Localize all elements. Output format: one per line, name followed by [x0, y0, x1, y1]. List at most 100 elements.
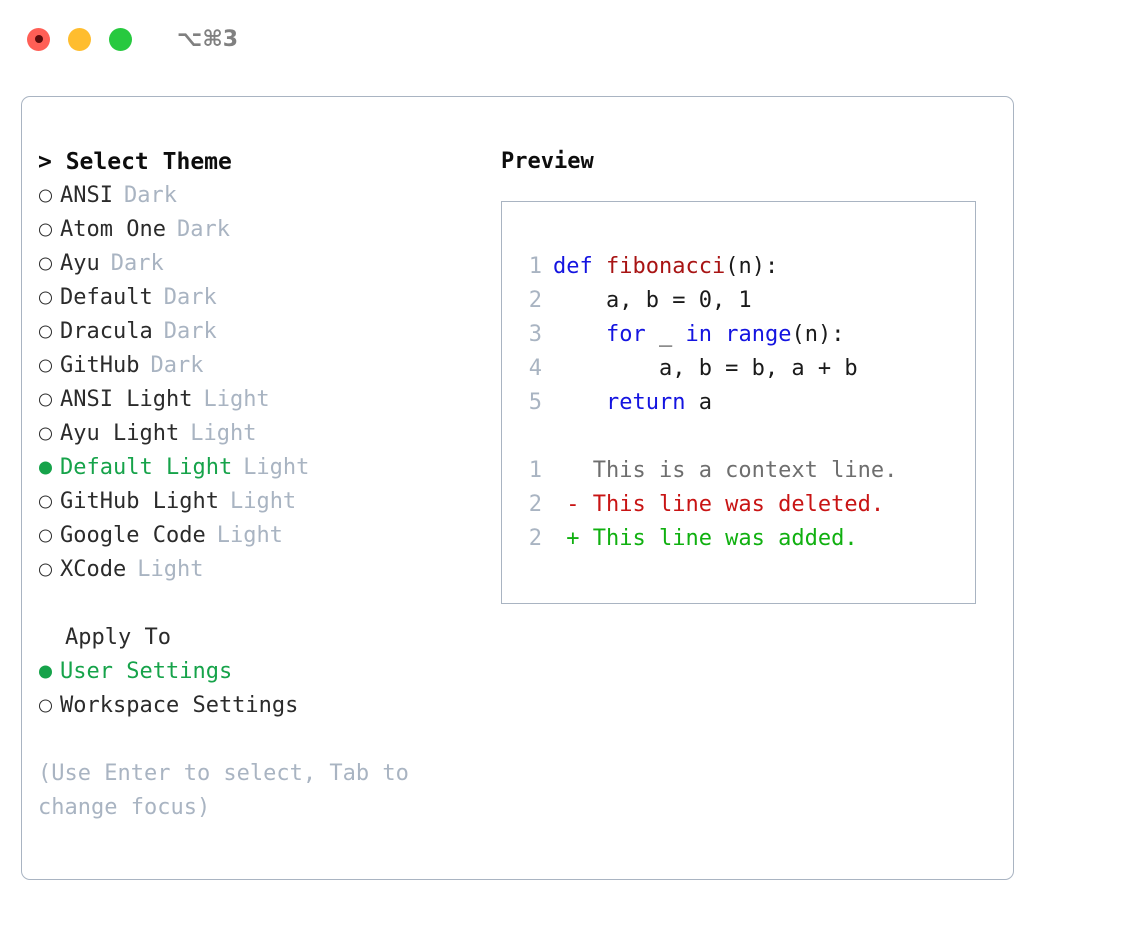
radio-dot — [39, 291, 52, 305]
code-token — [712, 322, 725, 347]
code-token: in — [685, 322, 712, 347]
code-token: def — [553, 254, 606, 279]
code-token: for — [605, 322, 646, 347]
keyboard-hint-text: (Use Enter to select, Tab to change focu… — [38, 761, 423, 820]
code-diff-gap — [516, 420, 975, 454]
close-button[interactable] — [27, 27, 50, 51]
theme-option-ayu-light[interactable]: Ayu Light Light — [38, 417, 478, 451]
radio-dot — [39, 563, 52, 577]
radio-unselected-icon — [38, 315, 60, 349]
radio-dot — [39, 325, 52, 339]
code-line-text: def fibonacci(n): — [553, 250, 778, 284]
diff-line-text: + This line was added. — [553, 526, 858, 551]
apply-to-option-user-settings[interactable]: User Settings — [38, 655, 478, 689]
line-number: 3 — [528, 322, 542, 347]
theme-option-label: GitHub Light — [60, 489, 219, 514]
code-line: 1 def fibonacci(n): — [516, 250, 975, 284]
radio-dot — [39, 189, 52, 203]
radio-unselected-icon — [38, 349, 60, 383]
theme-option-label: ANSI — [60, 183, 113, 208]
theme-variant-label: Dark — [123, 183, 177, 208]
theme-variant-label: Light — [216, 523, 283, 548]
radio-unselected-icon — [38, 383, 60, 417]
maximize-button[interactable] — [109, 27, 132, 51]
theme-option-label: Ayu — [60, 251, 100, 276]
theme-option-label: Ayu Light — [60, 421, 180, 446]
theme-variant-label: Light — [190, 421, 257, 446]
code-line-text: a, b = b, a + b — [553, 352, 858, 386]
radio-unselected-icon — [38, 689, 60, 723]
apply-to-option-label: Workspace Settings — [60, 693, 299, 718]
theme-variant-label: Dark — [163, 285, 217, 310]
theme-option-atom-one[interactable]: Atom One Dark — [38, 213, 478, 247]
code-token: return — [605, 390, 686, 415]
code-line: 5 return a — [516, 386, 975, 420]
line-number: 5 — [528, 390, 542, 415]
code-line-text: return a — [553, 386, 712, 420]
code-token: a, b = 0, 1 — [553, 288, 752, 313]
radio-unselected-icon — [38, 519, 60, 553]
diff-line-text: This is a context line. — [553, 458, 898, 483]
radio-dot — [39, 359, 52, 373]
theme-option-google-code[interactable]: Google Code Light — [38, 519, 478, 553]
radio-dot — [39, 393, 52, 407]
theme-option-github-light[interactable]: GitHub Light Light — [38, 485, 478, 519]
diff-line-text: - This line was deleted. — [553, 492, 885, 517]
radio-dot — [39, 223, 52, 237]
radio-unselected-icon — [38, 179, 60, 213]
code-token — [553, 322, 606, 347]
radio-unselected-icon — [38, 281, 60, 315]
radio-unselected-icon — [38, 417, 60, 451]
code-line-text: for _ in range(n): — [553, 318, 844, 352]
keyboard-shortcut-label: ⌥⌘3 — [177, 26, 239, 52]
theme-option-ansi[interactable]: ANSI Dark — [38, 179, 478, 213]
theme-variant-label: Dark — [176, 217, 230, 242]
code-line: 2 a, b = 0, 1 — [516, 284, 975, 318]
code-token: (n): — [791, 322, 845, 347]
code-token: fibonacci — [605, 254, 726, 279]
radio-unselected-icon — [38, 485, 60, 519]
code-token: (n): — [725, 254, 779, 279]
line-number: 2 — [528, 288, 542, 313]
code-token — [553, 390, 606, 415]
code-line: 4 a, b = b, a + b — [516, 352, 975, 386]
theme-option-ayu[interactable]: Ayu Dark — [38, 247, 478, 281]
radio-dot — [39, 495, 52, 509]
theme-option-label: GitHub — [60, 353, 140, 378]
theme-variant-label: Dark — [150, 353, 204, 378]
diff-sample: 1 This is a context line.2 - This line w… — [516, 454, 975, 556]
theme-option-label: Atom One — [60, 217, 166, 242]
diff-line: 2 - This line was deleted. — [516, 488, 975, 522]
diff-line-number: 2 — [528, 526, 542, 551]
apply-to-option-workspace-settings[interactable]: Workspace Settings — [38, 689, 478, 723]
radio-selected-icon — [38, 451, 60, 485]
preview-heading: Preview — [501, 149, 594, 174]
code-line: 3 for _ in range(n): — [516, 318, 975, 352]
theme-option-github[interactable]: GitHub Dark — [38, 349, 478, 383]
theme-variant-label: Dark — [110, 251, 164, 276]
window-titlebar: ⌥⌘3 — [0, 0, 1140, 78]
radio-dot — [39, 665, 52, 679]
theme-option-label: Default — [60, 285, 153, 310]
line-number: 4 — [528, 356, 542, 381]
theme-variant-label: Light — [229, 489, 297, 514]
minimize-button[interactable] — [68, 27, 91, 51]
line-number: 1 — [528, 254, 542, 279]
list-spacer — [38, 587, 478, 621]
diff-line: 1 This is a context line. — [516, 454, 975, 488]
theme-option-default[interactable]: Default Dark — [38, 281, 478, 315]
theme-option-label: Google Code — [60, 523, 206, 548]
apply-to-heading: Apply To — [65, 625, 171, 650]
theme-option-label: Dracula — [60, 319, 153, 344]
